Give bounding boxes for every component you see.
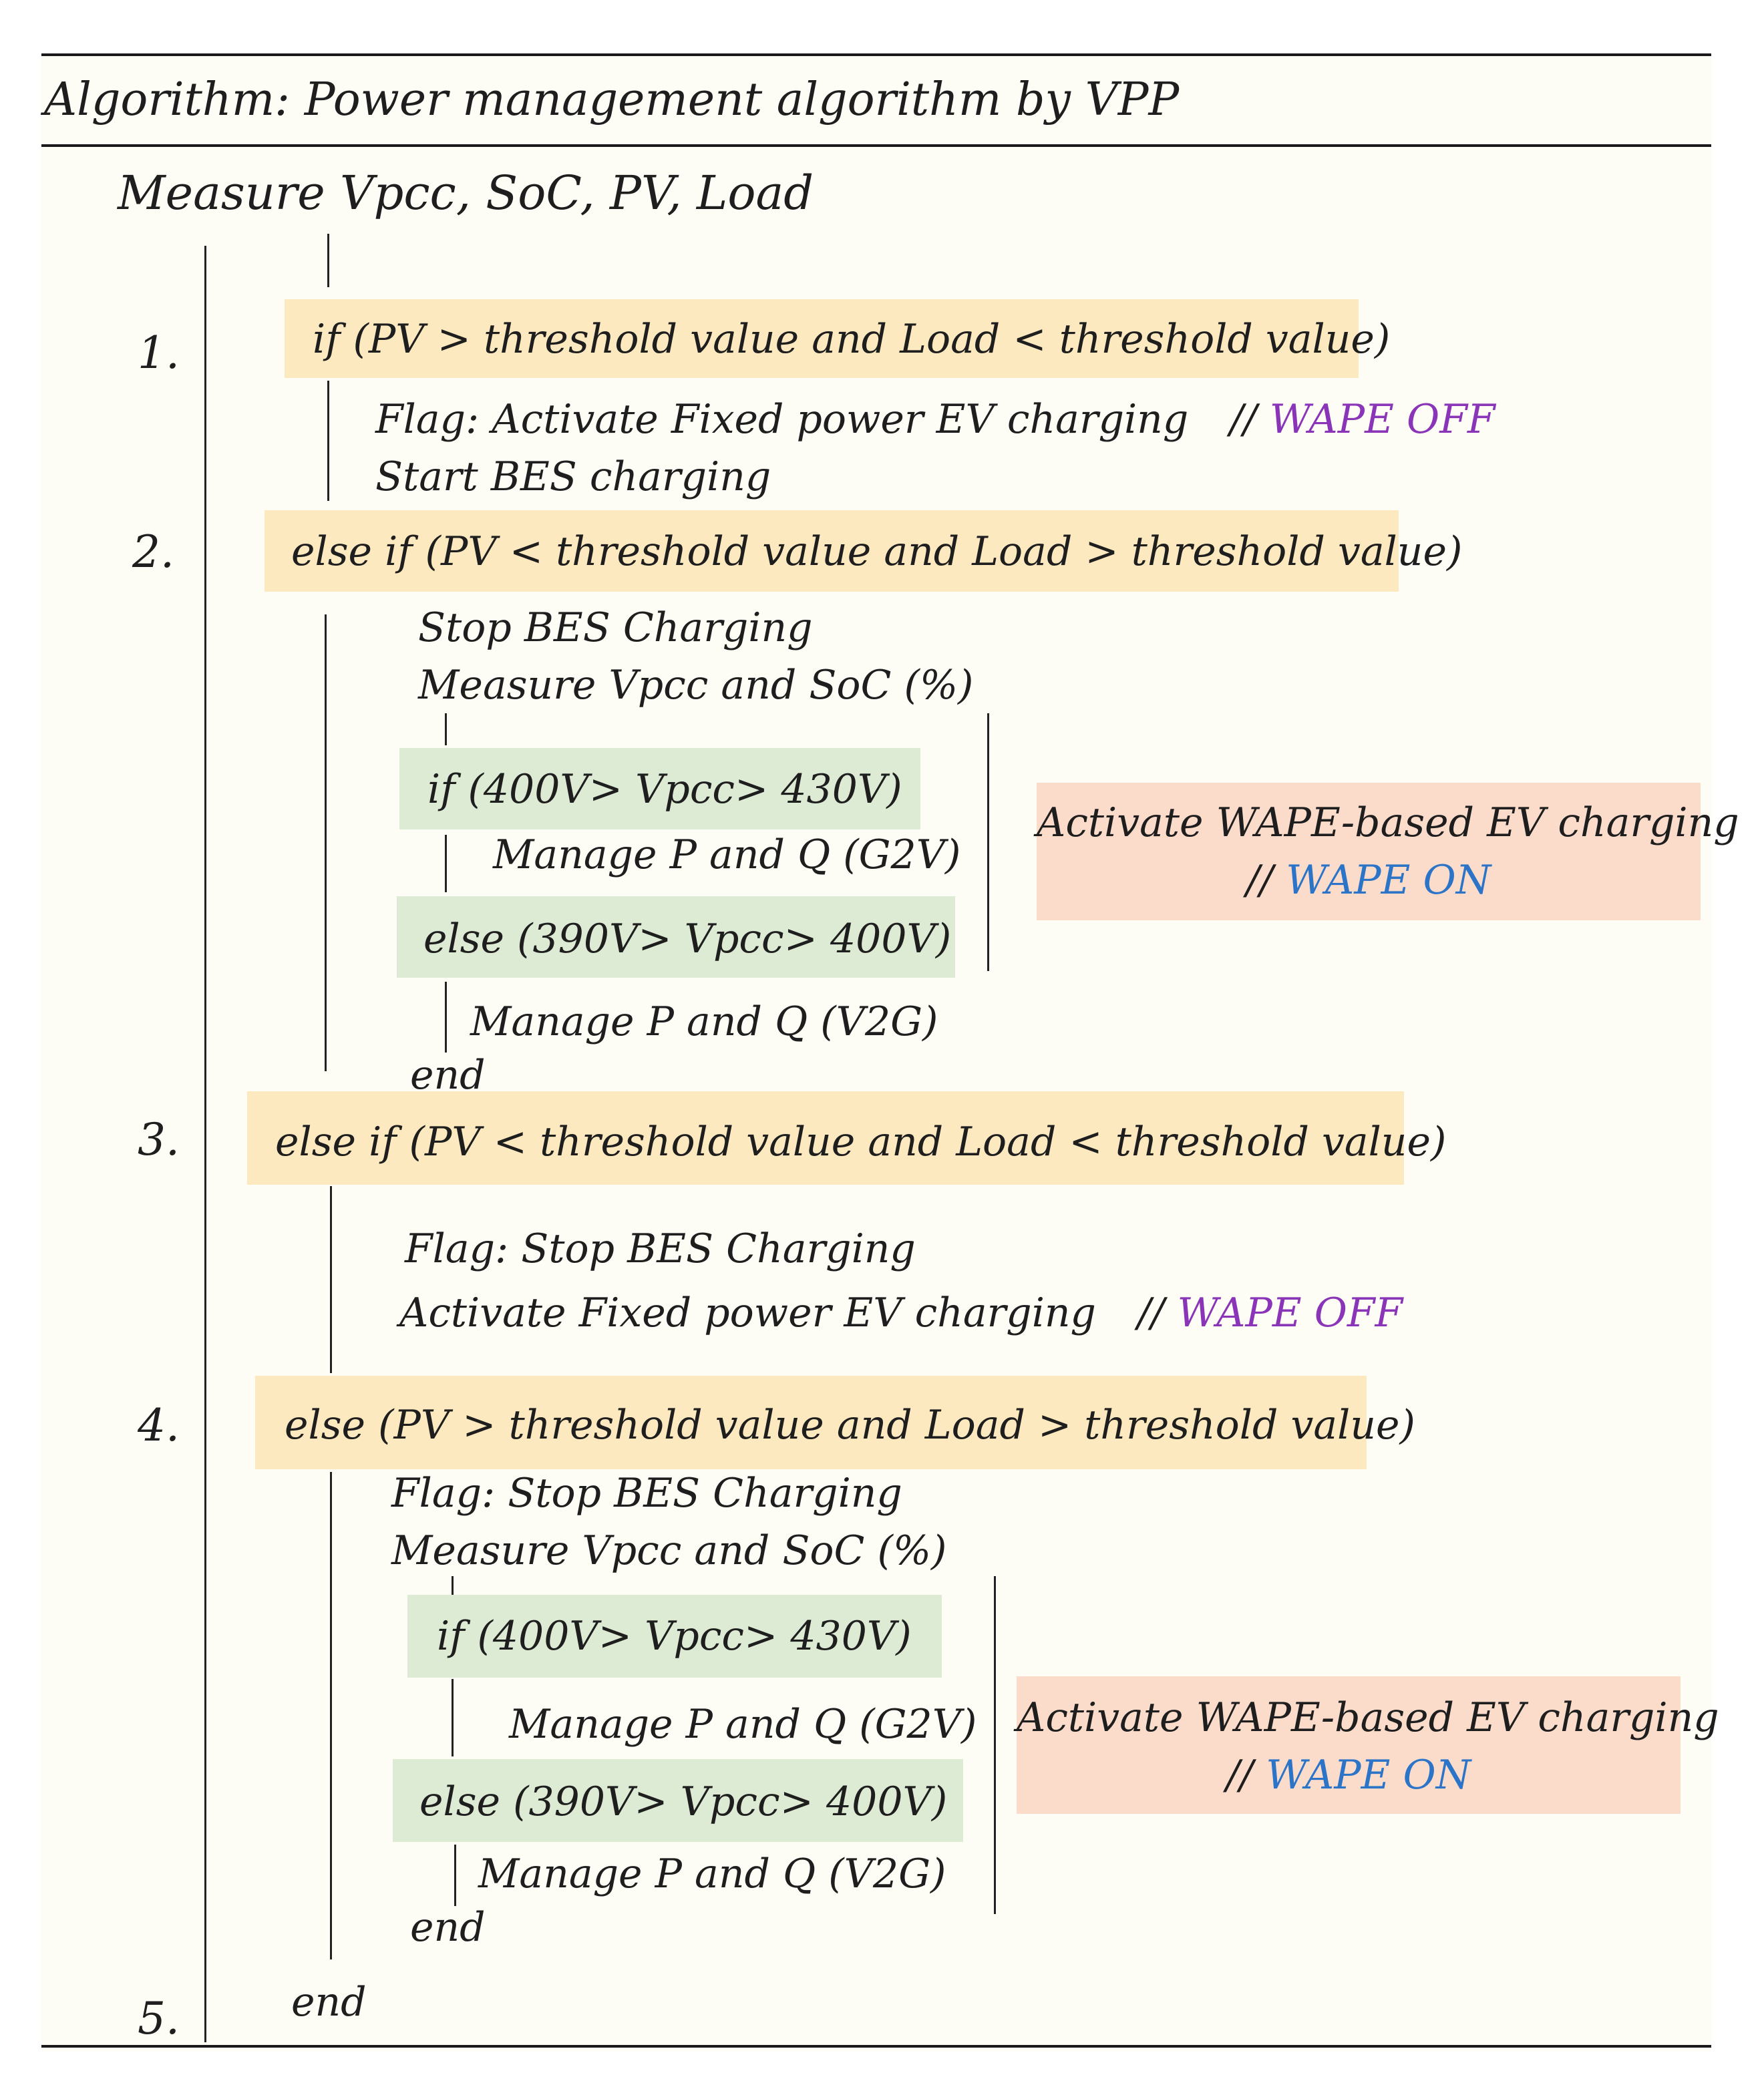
step-number-2: 2.	[132, 526, 174, 578]
step3-action-line: Activate Fixed power EV charging // WAPE …	[399, 1293, 1403, 1333]
step2-stop-bes: Stop BES Charging	[418, 604, 813, 651]
step3-wape-off: WAPE OFF	[1177, 1290, 1403, 1336]
step2-note-prefix: //	[1246, 857, 1274, 904]
step3-condition-box	[247, 1091, 1404, 1185]
step4-if-condition: if (400V> Vpcc> 430V)	[437, 1613, 912, 1660]
step4-note-line2: // WAPE ON	[1017, 1755, 1681, 1795]
step3-body-line	[330, 1186, 332, 1373]
step4-note-line1: Activate WAPE-based EV charging	[1017, 1694, 1719, 1741]
step4-else-action: Manage P and Q (V2G)	[478, 1851, 946, 1897]
step1-wape-off: WAPE OFF	[1269, 396, 1495, 443]
step4-wape-on: WAPE ON	[1266, 1752, 1471, 1799]
step2-else-box	[397, 896, 955, 978]
step-number-3: 3.	[138, 1114, 180, 1165]
step5-end: end	[291, 1979, 367, 2026]
header-rule	[41, 144, 1711, 147]
step2-note-line1: Activate WAPE-based EV charging	[1037, 799, 1739, 846]
step2-else-condition: else (390V> Vpcc> 400V)	[423, 916, 952, 962]
step4-note-prefix: //	[1226, 1752, 1254, 1799]
step1-lead-line	[327, 234, 329, 287]
step2-if-body-line	[445, 835, 447, 892]
step2-else-action: Manage P and Q (V2G)	[470, 998, 938, 1045]
step4-flag: Flag: Stop BES Charging	[391, 1470, 902, 1517]
step2-wape-on: WAPE ON	[1286, 857, 1491, 904]
step2-note-bracket-line	[987, 713, 989, 971]
step2-else-body-line	[445, 982, 447, 1053]
step4-else-condition: else (390V> Vpcc> 400V)	[419, 1778, 948, 1825]
step-number-1: 1.	[138, 327, 180, 379]
measure-all-line: Measure Vpcc, SoC, PV, Load	[118, 166, 814, 220]
step4-if-action: Manage P and Q (G2V)	[509, 1701, 977, 1748]
step4-else-box	[393, 1759, 963, 1842]
step2-if-condition: if (400V> Vpcc> 430V)	[427, 766, 902, 813]
step3-condition: else if (PV < threshold value and Load <…	[275, 1119, 1447, 1165]
step-number-4: 4.	[138, 1400, 180, 1451]
step4-measure: Measure Vpcc and SoC (%)	[391, 1527, 947, 1574]
step1-comment-prefix: //	[1230, 396, 1257, 443]
step-number-rule	[204, 246, 206, 2042]
step2-condition-box	[264, 510, 1399, 592]
step3-comment-prefix: //	[1137, 1290, 1165, 1336]
step3-action-text: Activate Fixed power EV charging	[399, 1290, 1096, 1336]
step1-flag-text: Flag: Activate Fixed power EV charging	[375, 396, 1189, 443]
step2-if-box	[399, 748, 920, 829]
step4-note-bracket-line	[994, 1576, 996, 1914]
step1-flag-line: Flag: Activate Fixed power EV charging//…	[375, 399, 1495, 439]
step4-end: end	[410, 1904, 486, 1951]
step2-end: end	[410, 1052, 486, 1099]
step4-if-lead-line	[452, 1576, 454, 1595]
step4-condition: else (PV > threshold value and Load > th…	[285, 1402, 1415, 1449]
step2-measure: Measure Vpcc and SoC (%)	[418, 662, 974, 709]
step1-body-line	[327, 381, 329, 501]
step4-wape-note	[1017, 1676, 1681, 1814]
step4-if-box	[407, 1595, 942, 1678]
step-number-5: 5.	[138, 1993, 180, 2044]
step1-action: Start BES charging	[375, 453, 771, 500]
step4-condition-box	[255, 1376, 1367, 1469]
step4-else-body-line	[454, 1845, 456, 1906]
step2-if-lead-line	[445, 713, 447, 745]
step2-note-line2: // WAPE ON	[1037, 860, 1701, 900]
step2-body-line	[325, 614, 327, 1071]
top-rule	[41, 53, 1711, 56]
step3-flag: Flag: Stop BES Charging	[405, 1226, 916, 1272]
step1-condition-box	[285, 299, 1359, 378]
step2-wape-note	[1037, 783, 1701, 920]
step2-if-action: Manage P and Q (G2V)	[493, 831, 961, 878]
step4-body-line	[330, 1472, 332, 1959]
bottom-rule	[41, 2045, 1711, 2048]
algorithm-title: Algorithm: Power management algorithm by…	[44, 73, 1180, 126]
step4-if-body-line	[452, 1679, 454, 1756]
step1-condition: if (PV > threshold value and Load < thre…	[313, 316, 1391, 363]
step2-condition: else if (PV < threshold value and Load >…	[291, 528, 1463, 575]
